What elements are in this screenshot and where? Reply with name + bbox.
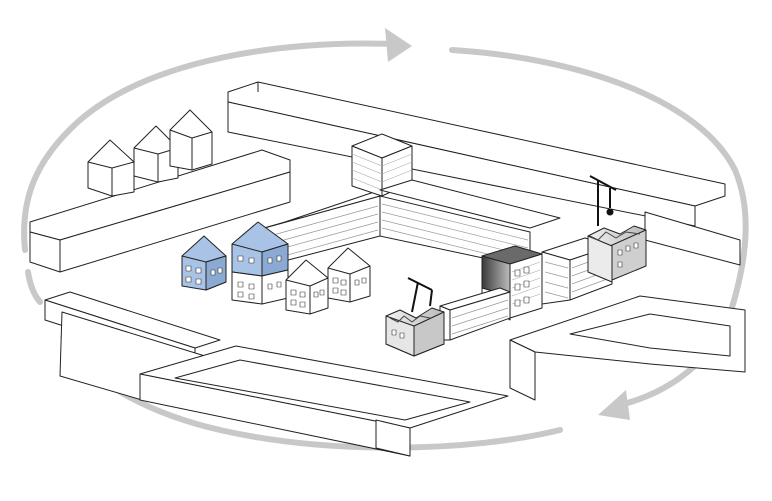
bottom-right-inner [569, 313, 731, 357]
cycle-arrow-top-left [21, 40, 395, 253]
crane-hook-icon [606, 208, 614, 216]
bottom-center-inner [174, 359, 471, 421]
back-wing-top [379, 179, 561, 229]
cycle-arrow-icon [385, 28, 412, 62]
cycle-arrow-left [25, 269, 43, 305]
bottom-right-block-front [509, 339, 536, 401]
ruin-front [385, 307, 445, 357]
house-icon [231, 221, 289, 305]
house-icon [327, 247, 371, 303]
left-mid-block-side [59, 171, 291, 273]
cycle-arrow-top-right [449, 47, 749, 408]
back-houses [87, 109, 213, 197]
crane-icon [407, 277, 433, 313]
ruin-back [587, 225, 647, 283]
right-wing-front [541, 251, 571, 305]
front-wing [439, 287, 511, 341]
back-block-front [227, 101, 696, 227]
house-icon [285, 259, 329, 315]
front-houses [181, 221, 371, 315]
cycle-arrow-icon [598, 390, 630, 420]
house-icon [169, 109, 213, 171]
bottom-center-right-block [375, 419, 411, 457]
crane-icon [589, 175, 617, 226]
house-icon [181, 235, 227, 291]
